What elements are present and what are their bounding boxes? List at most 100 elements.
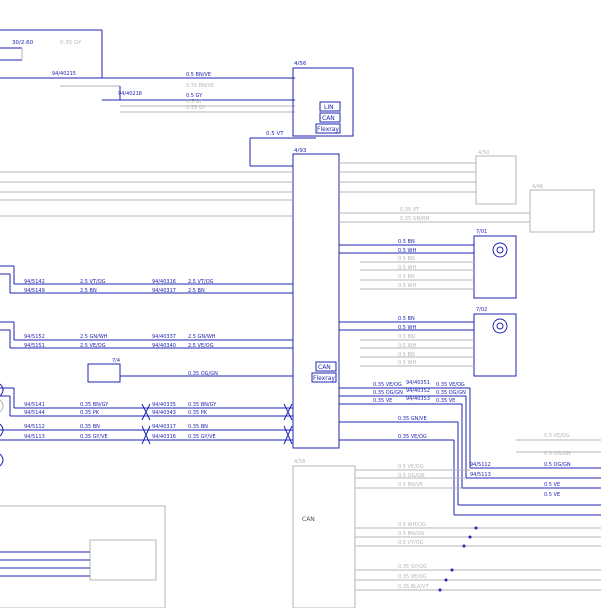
module-7-4-id: 7/4 <box>112 358 120 364</box>
sensor-b-w3: 0.5 BN <box>398 334 415 340</box>
bus-label-gnbn: 0.35 GN/BN <box>400 216 429 222</box>
mid-splice-r-1: 94/40316 <box>152 279 176 285</box>
module-4-58-can: CAN <box>302 516 315 523</box>
mid-color-r-4: 2.5 VE/OG <box>188 343 214 349</box>
link-4-56-to-4-93 <box>249 137 316 167</box>
mid-splice-r-8: 94/40317 <box>152 424 176 430</box>
sensor-7-02: 7/02 <box>473 307 517 377</box>
far-right-3: 0.5 OG/GN <box>544 462 571 468</box>
bottom-splice-dots <box>438 526 478 592</box>
far-right-1: 0.5 VE/OG <box>544 433 570 439</box>
mid-splice-l-4: 94/5151 <box>24 343 45 349</box>
sensor-a-w3: 0.5 BN <box>398 256 415 262</box>
left-edge-connectors <box>0 383 4 467</box>
mid-splice-l-6: 94/5141 <box>24 402 45 408</box>
module-4-50-id: 4/50 <box>478 150 489 156</box>
upper-color-2: 0.5 GY <box>186 93 203 99</box>
fb1-2: 0.5 OG/GN <box>398 473 425 479</box>
mid-color-l-7: 0.35 PK <box>80 410 100 416</box>
sensor-a-w6: 0.5 WH <box>398 283 416 289</box>
far-right-splice-2: 94/5113 <box>470 472 491 478</box>
mid-color-r-1: 2.5 VT/OG <box>188 279 214 285</box>
sensor-b-w6: 0.5 WH <box>398 360 416 366</box>
sensor-b-w1: 0.5 BN <box>398 316 415 322</box>
mid-twist-marks <box>141 403 293 445</box>
right-upper-faded-wires <box>339 155 595 233</box>
fb3-3: 0.35 BLA/VT <box>398 584 430 590</box>
lr-extra-1: 0.35 GN/VE <box>398 416 427 422</box>
fb2-1: 0.5 WH/OG <box>398 522 426 528</box>
lr-splice-1: 94/40351 <box>406 380 430 386</box>
mid-splice-r-3: 94/40337 <box>152 334 176 340</box>
lower-right-bus <box>339 387 601 516</box>
sensor-7-01-id: 7/01 <box>476 229 487 235</box>
sensor-a-w5: 0.5 BN <box>398 274 415 280</box>
mid-color-r-2: 2.5 BN <box>188 288 205 294</box>
sensor-7-01-wires <box>339 244 474 290</box>
mid-splice-l-7: 94/5144 <box>24 410 45 416</box>
fb1-3: 0.5 BN/VE <box>398 482 423 488</box>
module-4-58: 4/58 CAN <box>292 459 356 608</box>
far-right-2: 0.5 OG/GN <box>544 451 571 457</box>
module-4-46-id: 4/46 <box>532 184 543 190</box>
sensor-b-w4: 0.5 WH <box>398 343 416 349</box>
mid-wires <box>0 265 293 441</box>
lr-splice-2: 94/40352 <box>406 388 430 394</box>
far-right-splice-1: 94/5112 <box>470 462 491 468</box>
module-4-93-flexray: Flexray <box>313 375 335 382</box>
mid-color-r-7: 0.35 PK <box>188 410 208 416</box>
upper-splice-1: 94/40215 <box>52 71 76 77</box>
far-right-4: 0.5 VE <box>544 482 560 488</box>
bottom-faded-wires <box>355 469 601 591</box>
module-4-93-can: CAN <box>318 364 331 371</box>
sensor-7-02-id: 7/02 <box>476 307 487 313</box>
sensor-7-01: 7/01 <box>473 229 517 299</box>
upper-color-1: 0.5 BN/VE <box>186 72 211 78</box>
fb2-3: 0.5 VT/OG <box>398 540 424 546</box>
module-4-56-flexray: Flexray <box>317 126 339 133</box>
lr-mid-2: 0.35 OG/GN <box>436 390 466 396</box>
sensor-b-w5: 0.5 BN <box>398 352 415 358</box>
module-4-93-id: 4/93 <box>294 148 307 154</box>
top-faded-color: 0.35 GY <box>60 40 82 46</box>
mid-splice-r-9: 94/40316 <box>152 434 176 440</box>
lr-mid-3: 0.35 VE <box>436 398 455 404</box>
faded-color-1: 0.35 BN/VE <box>186 83 214 89</box>
module-4-56-id: 4/56 <box>294 61 307 67</box>
mid-splice-l-3: 94/5152 <box>24 334 45 340</box>
module-7-4: 7/4 <box>87 358 121 383</box>
faded-color-2: 0.5 GY <box>186 99 203 105</box>
mid-splice-l-9: 94/5113 <box>24 434 45 440</box>
module-4-56-can: CAN <box>322 115 335 122</box>
sensor-7-02-wires <box>339 321 474 367</box>
far-right-faded-wires <box>516 439 601 453</box>
lr-mid-1: 0.35 VE/OG <box>436 382 465 388</box>
faded-color-3: 0.35 GY <box>186 105 206 111</box>
sensor-a-w2: 0.5 WH <box>398 248 416 254</box>
link-label: 0.5 VT <box>266 131 284 137</box>
upper-splice-2: 94/40218 <box>118 91 142 97</box>
module-4-56-lin: LIN <box>324 104 334 111</box>
mid-color-l-4: 2.5 VE/OG <box>80 343 106 349</box>
module-4-93: 4/93 CAN Flexray <box>292 148 340 449</box>
mid-color-l-3: 2.5 GN/WH <box>80 334 108 340</box>
mid-color-r-8: 0.35 BN <box>188 424 208 430</box>
module-4-56: 4/56 LIN CAN Flexray <box>292 61 354 137</box>
mid-color-r-5: 0.35 OG/GN <box>188 371 218 377</box>
mid-splice-r-2: 94/40317 <box>152 288 176 294</box>
mid-splice-r-7: 94/40343 <box>152 410 176 416</box>
far-right-5: 0.5 VE <box>544 492 560 498</box>
mid-color-l-9: 0.35 GY/VE <box>80 434 108 440</box>
sensor-a-w1: 0.5 BN <box>398 239 415 245</box>
top-ref-label: 30/2.60 <box>12 40 34 46</box>
mid-splice-r-4: 94/40340 <box>152 343 176 349</box>
fb3-2: 0.35 VE/OG <box>398 574 427 580</box>
lr-left-3: 0.35 VE <box>373 398 392 404</box>
mid-splice-r-6: 94/40335 <box>152 402 176 408</box>
fb3-1: 0.35 GY/OG <box>398 564 427 570</box>
faded-left-wires <box>0 171 293 217</box>
mid-color-r-3: 2.5 GN/WH <box>188 334 216 340</box>
upper-wires <box>0 77 295 113</box>
bus-label-vt: 0.35 VT <box>400 207 420 213</box>
